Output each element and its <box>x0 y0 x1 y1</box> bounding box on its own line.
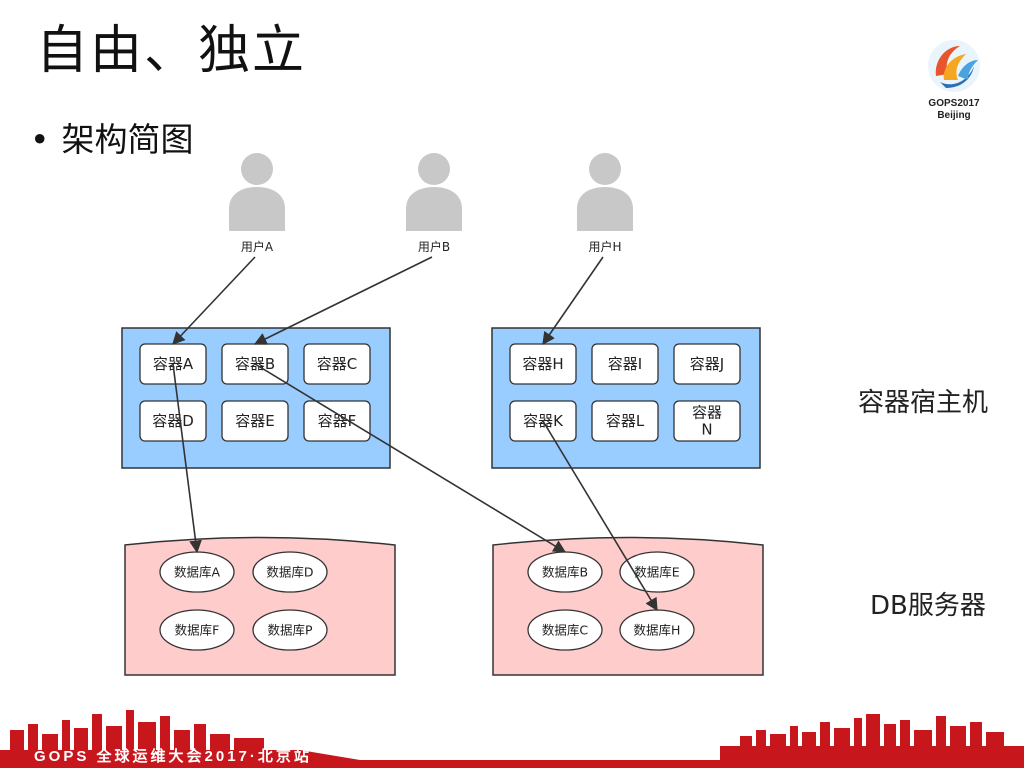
container-cL: 容器L <box>591 400 659 442</box>
user-label: 用户B <box>418 239 450 254</box>
database-ellipse <box>527 609 603 651</box>
container-cJ: 容器J <box>673 343 741 385</box>
slide-title: 自由、独立 <box>36 21 307 81</box>
database-dF: 数据库F <box>159 609 235 651</box>
container-cI: 容器I <box>591 343 659 385</box>
database-dB: 数据库B <box>527 551 603 593</box>
person-icon <box>229 153 285 231</box>
container-label: 容器F <box>318 412 357 430</box>
container-label: 容器I <box>608 355 642 373</box>
connection-cB-dB <box>254 363 567 553</box>
database-dD: 数据库D <box>252 551 328 593</box>
connection-ua-cA <box>172 256 256 345</box>
container-host-label: 容器宿主机 <box>858 388 989 418</box>
footer-text: GOPS 全球运维大会2017·北京站 <box>34 748 312 765</box>
container-cC: 容器C <box>303 343 371 385</box>
database-dE: 数据库E <box>619 551 695 593</box>
container-box <box>303 343 371 385</box>
user-uh: 用户H <box>577 153 633 254</box>
gops-logo: GOPS2017 Beijing <box>918 36 990 122</box>
bullet-dot: • <box>30 120 50 159</box>
database-dA: 数据库A <box>159 551 235 593</box>
connection-cA-dA <box>172 363 202 554</box>
db-server-1 <box>124 536 396 676</box>
user-ua: 用户A <box>229 153 285 254</box>
logo-text-line2: Beijing <box>937 110 971 121</box>
container-box <box>591 400 659 442</box>
container-cN: 容器N <box>673 400 741 442</box>
database-label: 数据库C <box>542 623 589 638</box>
db-server-2 <box>492 536 764 676</box>
container-label: 容器C <box>317 355 357 373</box>
database-label: 数据库B <box>542 565 588 580</box>
container-label: 容器 <box>692 403 722 421</box>
container-box <box>303 400 371 442</box>
database-label: 数据库A <box>174 565 221 580</box>
container-cE: 容器E <box>221 400 289 442</box>
database-dC: 数据库C <box>527 609 603 651</box>
database-ellipse <box>252 609 328 651</box>
database-ellipse <box>159 609 235 651</box>
database-dP: 数据库P <box>252 609 328 651</box>
connection-uh-cH <box>542 256 604 346</box>
connection-cK-dH <box>542 420 658 612</box>
database-ellipse <box>252 551 328 593</box>
container-label: 容器J <box>690 355 724 373</box>
person-icon <box>577 153 633 231</box>
container-box <box>139 400 207 442</box>
container-box <box>221 400 289 442</box>
container-cF: 容器F <box>303 400 371 442</box>
bullet-text: 架构简图 <box>61 120 194 159</box>
container-box <box>673 400 741 442</box>
container-cH: 容器H <box>509 343 577 385</box>
database-label: 数据库P <box>267 623 313 638</box>
bullet-item: • 架构简图 <box>30 120 193 160</box>
container-label: 容器D <box>152 412 194 430</box>
container-box <box>673 343 741 385</box>
logo-text-line1: GOPS2017 <box>928 98 980 109</box>
database-label: 数据库H <box>634 623 681 638</box>
database-ellipse <box>619 551 695 593</box>
container-label: 容器H <box>522 355 563 373</box>
database-label: 数据库D <box>266 565 313 580</box>
container-label: 容器E <box>235 412 274 430</box>
connection-ub-cB <box>253 256 433 345</box>
user-label: 用户A <box>241 239 274 254</box>
container-label: 容器L <box>606 412 645 430</box>
person-icon <box>406 153 462 231</box>
container-label: N <box>701 421 712 439</box>
database-label: 数据库E <box>634 565 680 580</box>
user-ub: 用户B <box>406 153 462 254</box>
database-label: 数据库F <box>175 623 220 638</box>
database-dH: 数据库H <box>619 609 695 651</box>
container-cD: 容器D <box>139 400 207 442</box>
user-label: 用户H <box>588 239 621 254</box>
gops-logo-icon <box>928 40 980 92</box>
db-server-label: DB服务器 <box>870 591 986 621</box>
container-box <box>591 343 659 385</box>
footer-skyline <box>0 710 1024 768</box>
